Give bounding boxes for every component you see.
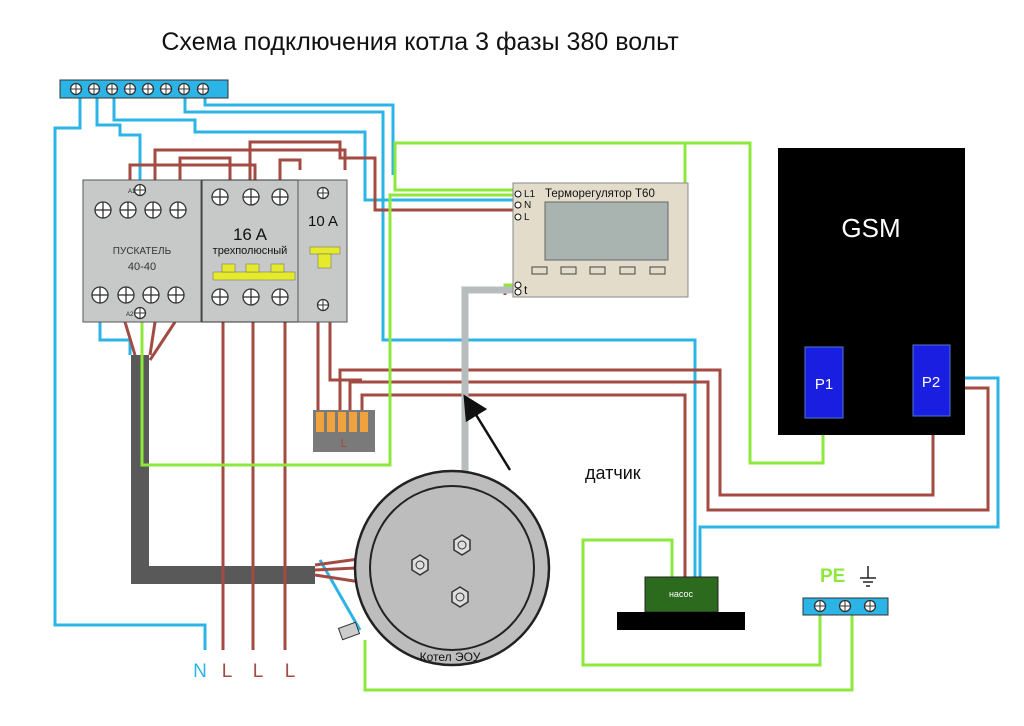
thermostat-terminal-l1: L1 [524, 189, 536, 200]
ground-terminal-bar: PE [802, 566, 889, 616]
thermostat-terminal-n: N [524, 200, 531, 211]
gsm-label: GSM [841, 213, 900, 243]
sensor-arrow [463, 394, 512, 471]
single-pole-breaker: 10 A [297, 179, 348, 323]
relay-p2-label: P2 [922, 374, 940, 391]
breaker-16a-rating: 16 A [233, 225, 268, 244]
thermostat-title: Терморегулятор T60 [545, 188, 655, 200]
gsm-module: GSM P1 P2 [778, 148, 965, 435]
thermostat: Терморегулятор T60 L1 N L t [512, 182, 689, 298]
supply-label-l3: L [285, 661, 296, 682]
pump-label: насос [669, 589, 694, 599]
contactor: A1 ПУСКАТЕЛЬ 40-40 A2 [82, 179, 202, 323]
ground-bolt-icon [337, 621, 361, 641]
ground-wires [140, 141, 854, 692]
breaker-10a-rating: 10 A [308, 213, 338, 230]
thermostat-terminal-l: L [524, 212, 530, 223]
relay-p1-label: P1 [815, 376, 833, 393]
coil-a1-label: A1 [128, 189, 136, 195]
phase-wires [123, 140, 990, 650]
supply-label-l1: L [222, 661, 233, 682]
neutral-terminal-bar [59, 79, 229, 99]
terminal-block-label: L [341, 436, 348, 450]
ground-label: PE [820, 566, 845, 587]
supply-label-n: N [193, 661, 207, 682]
contactor-label: ПУСКАТЕЛЬ [113, 246, 172, 257]
sensor-label: датчик [585, 463, 641, 483]
ground-icon [860, 566, 876, 587]
pump: насос [617, 576, 745, 630]
thermostat-sensor-terminal: t [524, 283, 528, 297]
supply-label-l2: L [253, 661, 264, 682]
terminal-block: L [313, 410, 375, 452]
diagram-title: Схема подключения котла 3 фазы 380 вольт [161, 28, 679, 56]
contactor-model: 40-40 [128, 261, 156, 273]
boiler-label: Котел ЭОУ [420, 650, 481, 664]
power-cable [131, 355, 315, 584]
neutral-wires [53, 98, 1000, 650]
sensor-cable [461, 286, 513, 480]
three-pole-breaker: 16 A трехполюсный [201, 179, 299, 323]
breaker-16a-type: трехполюсный [213, 245, 288, 257]
coil-a2-label: A2 [126, 312, 134, 318]
boiler: Котел ЭОУ [337, 469, 551, 667]
